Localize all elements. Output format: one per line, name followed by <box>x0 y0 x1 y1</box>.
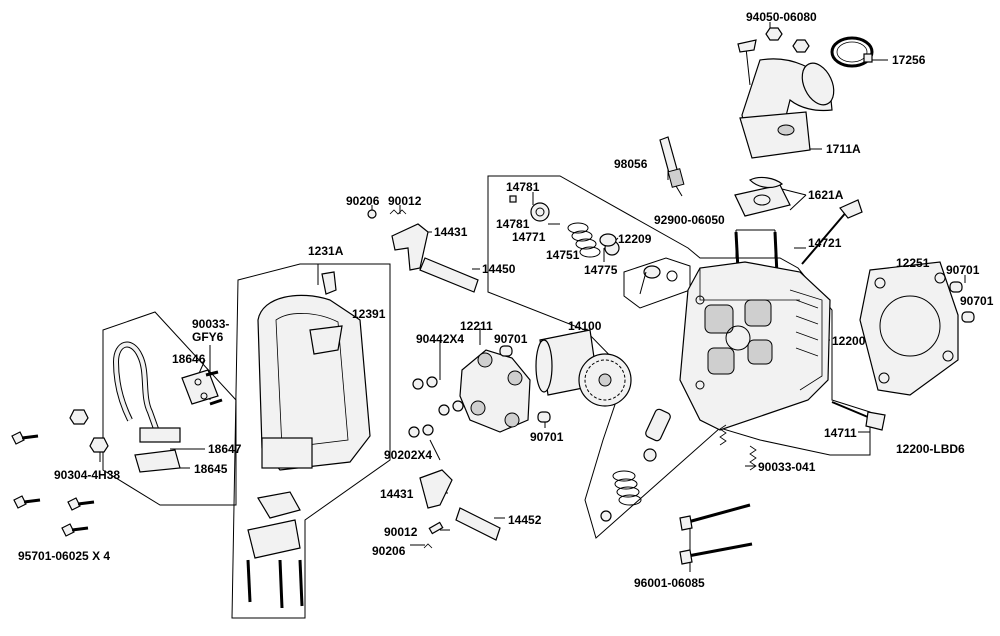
label-92900-06050: 92900-06050 <box>654 213 725 227</box>
intake-insulator <box>734 176 791 217</box>
intake-manifold <box>739 58 835 159</box>
camshaft <box>535 329 632 407</box>
valve-seal-sub-outline <box>623 257 691 309</box>
tensioner-springs <box>719 424 757 471</box>
valve-springs-upper <box>509 195 620 258</box>
label-90033-gfy6-line1: 90033- <box>192 317 230 331</box>
label-90442x4: 90442X4 <box>416 332 465 346</box>
label-90701-right-upper: 90701 <box>946 263 980 277</box>
label-18645: 18645 <box>194 462 228 476</box>
label-90701-middle-lower: 90701 <box>530 430 564 444</box>
pipe-group-outline <box>102 311 237 506</box>
label-90701-middle-upper: 90701 <box>494 332 528 346</box>
label-1231a: 1231A <box>308 244 344 258</box>
holder-nuts <box>408 376 464 438</box>
label-14100: 14100 <box>568 319 602 333</box>
label-14771: 14771 <box>512 230 546 244</box>
label-90701-right-lower: 90701 <box>960 294 994 308</box>
label-18647: 18647 <box>208 442 242 456</box>
long-bolts <box>679 503 753 565</box>
intake-valve <box>831 401 886 431</box>
cylinder-head <box>679 261 831 431</box>
label-96001-06085: 96001-06085 <box>634 576 705 590</box>
rocker-arm-lower <box>419 469 501 549</box>
label-14721: 14721 <box>808 236 842 250</box>
label-12200-lbd6: 12200-LBD6 <box>896 442 965 456</box>
label-14775: 14775 <box>584 263 618 277</box>
label-14781-upper: 14781 <box>506 180 540 194</box>
loose-bolts <box>11 409 109 537</box>
label-90033-gfy6-line2: GFY6 <box>192 330 224 344</box>
label-14781-lower: 14781 <box>496 217 530 231</box>
air-pipe <box>112 341 181 473</box>
label-17256: 17256 <box>892 53 926 67</box>
label-12251: 12251 <box>896 256 930 270</box>
cylinder-cover-group-outline <box>231 263 391 619</box>
label-14431-lower: 14431 <box>380 487 414 501</box>
label-90304-4h38: 90304-4H38 <box>54 468 121 482</box>
leader-lines <box>99 22 966 572</box>
head-cover <box>257 271 371 471</box>
valve-springs-lower <box>600 408 671 522</box>
label-90202x4: 90202X4 <box>384 448 433 462</box>
label-95701-06025-x4: 95701-06025 X 4 <box>18 549 111 563</box>
label-90012-upper: 90012 <box>388 194 422 208</box>
label-90012-lower: 90012 <box>384 525 418 539</box>
rocker-arm-upper <box>367 209 479 293</box>
hose-clamp <box>830 36 874 68</box>
label-98056: 98056 <box>614 157 648 171</box>
label-12391: 12391 <box>352 307 386 321</box>
label-1621a: 1621A <box>808 188 844 202</box>
label-1711a: 1711A <box>826 142 861 156</box>
exhaust-valve <box>801 199 863 265</box>
reed-plate <box>181 369 223 406</box>
cover-bottom-parts <box>246 491 304 609</box>
label-90206-lower: 90206 <box>372 544 406 558</box>
label-90033-041: 90033-041 <box>758 460 816 474</box>
head-gasket <box>859 261 959 396</box>
dowel-pins <box>949 281 975 323</box>
label-90206-upper: 90206 <box>346 194 380 208</box>
spark-plug <box>659 136 685 197</box>
label-14452: 14452 <box>508 513 542 527</box>
label-94050-06080: 94050-06080 <box>746 10 817 24</box>
manifold-nuts <box>737 27 810 86</box>
label-12211: 12211 <box>460 319 493 333</box>
label-12209: 12209 <box>618 232 652 246</box>
label-14711: 14711 <box>824 426 857 440</box>
valve-stem-seal <box>639 265 678 295</box>
rocker-holder <box>459 345 551 433</box>
label-14431-upper: 14431 <box>434 225 468 239</box>
label-14751: 14751 <box>546 248 580 262</box>
label-12200: 12200 <box>832 334 866 348</box>
label-14450: 14450 <box>482 262 516 276</box>
label-18646: 18646 <box>172 352 206 366</box>
